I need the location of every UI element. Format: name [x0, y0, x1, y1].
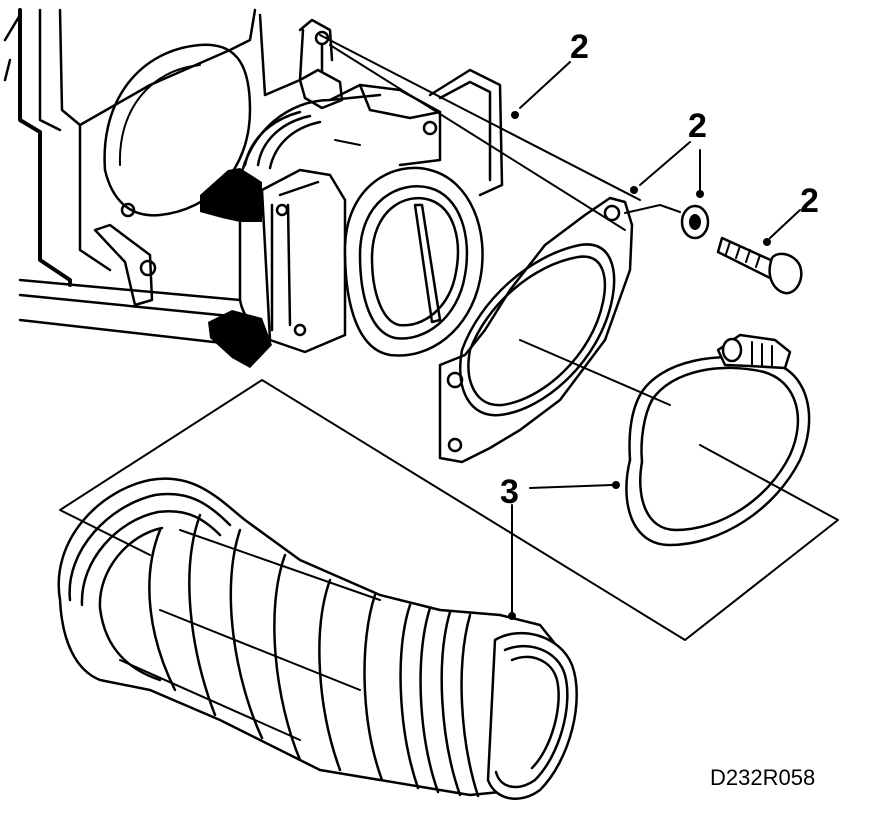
intake-hose [57, 477, 578, 800]
diagram-code: D232R058 [710, 765, 815, 790]
arrow-down-icon [208, 310, 272, 368]
engine-housing [3, 8, 344, 347]
release-arrows [200, 168, 272, 368]
callout-label-gasket: 2 [688, 107, 707, 145]
gasket [438, 196, 634, 464]
leader-lines [59, 34, 839, 641]
arrow-up-icon [200, 168, 262, 222]
callout-label-bolt: 2 [800, 182, 819, 220]
washer [680, 204, 710, 240]
callout-label-hose-clamp: 3 [500, 473, 519, 511]
air-mass-meter [238, 68, 504, 357]
hose-clamp [625, 333, 811, 547]
callout-label-upper-duct: 2 [570, 28, 589, 66]
bolt [716, 236, 803, 295]
callout-label-washer: 2 [690, 107, 709, 145]
